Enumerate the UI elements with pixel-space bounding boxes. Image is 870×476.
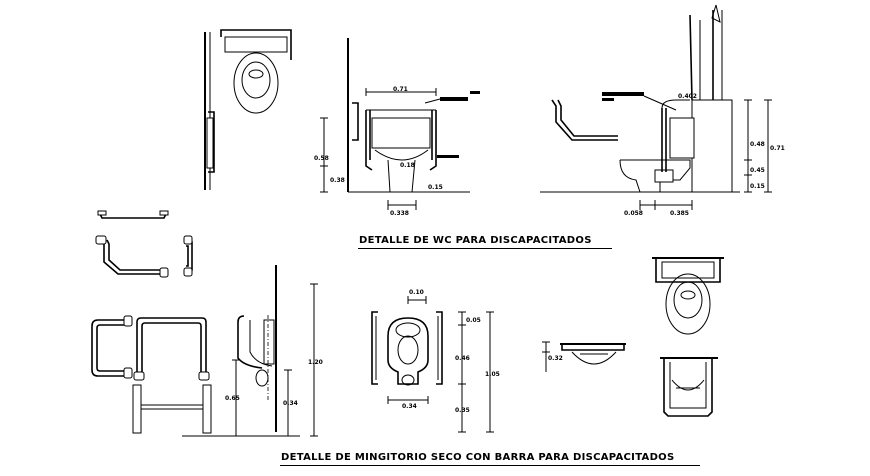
- dim-wc-front-left-b: 0.38: [330, 177, 345, 184]
- wc-front-view: 0.71 0.58 0.38 0.18 0.15 0.338: [314, 38, 480, 217]
- dim-wc-front-left-a: 0.58: [314, 155, 329, 162]
- dim-wc-front-mid2: 0.15: [428, 184, 443, 191]
- dim-plan-small: 0.32: [548, 355, 563, 362]
- dim-wc-side-top: 0.402: [678, 93, 697, 100]
- dim-urinal-front-right-a: 0.05: [466, 317, 481, 324]
- urinal-plan-view: 0.32: [542, 341, 626, 372]
- dim-urinal-side-a: 0.65: [225, 395, 240, 402]
- wc-plan-right: [652, 257, 724, 335]
- urinal-front-view: 0.10 0.05 0.46 0.35 1.05 0.34: [371, 289, 500, 433]
- wc-plan-view: [204, 29, 292, 190]
- dim-wc-front-mid: 0.18: [400, 162, 415, 169]
- dim-urinal-front-total: 1.05: [485, 371, 500, 378]
- urinal-detail-title: DETALLE DE MINGITORIO SECO CON BARRA PAR…: [281, 452, 675, 463]
- dim-wc-side-right-c: 0.15: [750, 183, 765, 190]
- wc-side-view: 0.402 0.48 0.45 0.15 0.71 0.058 0.385: [540, 4, 785, 217]
- urinal-bar-plan: [660, 357, 718, 417]
- dim-wc-front-top: 0.71: [393, 86, 408, 93]
- urinal-bar-details: [91, 315, 212, 434]
- urinal-title-underline: [280, 465, 700, 466]
- dim-wc-side-right-b: 0.45: [750, 167, 765, 174]
- dim-urinal-front-right-b: 0.46: [455, 355, 470, 362]
- grab-bar-details: [95, 210, 193, 278]
- dim-urinal-front-bottom: 0.34: [402, 403, 417, 410]
- dim-wc-side-bottom-a: 0.058: [624, 210, 643, 217]
- dim-wc-side-total: 0.71: [770, 145, 785, 152]
- dim-urinal-front-top: 0.10: [409, 289, 424, 296]
- wc-title-underline: [358, 248, 612, 249]
- dim-wc-side-bottom-b: 0.385: [670, 210, 689, 217]
- urinal-side-view: 0.65 0.34 1.20: [182, 265, 323, 437]
- dim-urinal-side-b: 0.34: [283, 400, 298, 407]
- dim-urinal-front-right-c: 0.35: [455, 407, 470, 414]
- dim-wc-side-right-a: 0.48: [750, 141, 765, 148]
- dim-wc-front-bottom: 0.338: [390, 210, 409, 217]
- dim-urinal-side-total: 1.20: [308, 359, 323, 366]
- wc-detail-title: DETALLE DE WC PARA DISCAPACITADOS: [359, 235, 592, 246]
